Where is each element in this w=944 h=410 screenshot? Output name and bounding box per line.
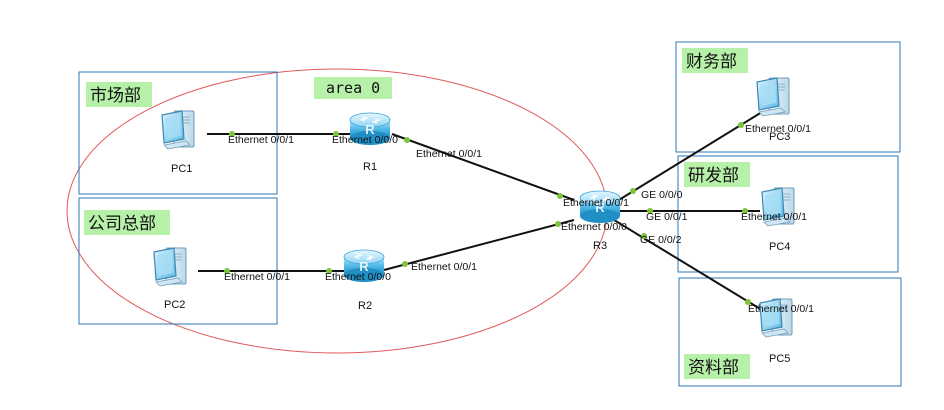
pc2-icon[interactable]	[153, 247, 187, 287]
device-label-r1: R1	[363, 161, 377, 173]
device-label-pc3: PC3	[769, 131, 790, 143]
port-label-r3-ge000: GE 0/0/0	[641, 189, 683, 201]
link-r1-r3	[391, 133, 575, 201]
port-label-pc4-e001: Ethernet 0/0/1	[741, 211, 807, 223]
port-label-pc1-e001: Ethernet 0/0/1	[228, 134, 294, 146]
area-label: area 0	[326, 79, 380, 97]
port-dots	[224, 122, 751, 305]
port-label-pc2-e001: Ethernet 0/0/1	[224, 271, 290, 283]
zone-label-finance: 财务部	[686, 52, 737, 72]
link-r3-pc5	[613, 219, 763, 311]
zone-label-data: 资料部	[688, 358, 739, 378]
port-label-r1-e001: Ethernet 0/0/1	[416, 148, 482, 160]
port-label-r3-ge002: GE 0/0/2	[640, 234, 682, 246]
zone-box-rnd	[677, 155, 899, 273]
port-label-pc5-e001: Ethernet 0/0/1	[748, 303, 814, 315]
device-label-pc2: PC2	[164, 299, 185, 311]
device-label-r2: R2	[358, 300, 372, 312]
port-label-r1-e000: Ethernet 0/0/0	[332, 134, 398, 146]
zone-box-data	[678, 277, 902, 387]
device-label-pc5: PC5	[769, 353, 790, 365]
zone-box-finance	[675, 41, 901, 153]
port-label-r2-e001: Ethernet 0/0/1	[411, 261, 477, 273]
device-label-pc4: PC4	[769, 241, 790, 253]
link-r3-pc3	[613, 111, 763, 204]
port-label-r2-e000: Ethernet 0/0/0	[325, 271, 391, 283]
zone-label-rnd: 研发部	[688, 166, 739, 186]
zone-label-market: 市场部	[90, 86, 141, 106]
pc1-icon[interactable]	[161, 110, 195, 150]
port-label-r3-e001: Ethernet 0/0/1	[563, 197, 629, 209]
port-label-r3-e000: Ethernet 0/0/0	[561, 221, 627, 233]
port-label-pc3-e001: Ethernet 0/0/1	[745, 123, 811, 135]
zone-label-hq: 公司总部	[88, 214, 156, 234]
port-label-r3-ge001: GE 0/0/1	[646, 211, 688, 223]
device-label-pc1: PC1	[171, 163, 192, 175]
zone-box-hq	[78, 197, 278, 325]
link-r2-r3	[383, 219, 575, 271]
device-label-r3: R3	[593, 240, 607, 252]
pc3-icon[interactable]	[756, 77, 790, 117]
